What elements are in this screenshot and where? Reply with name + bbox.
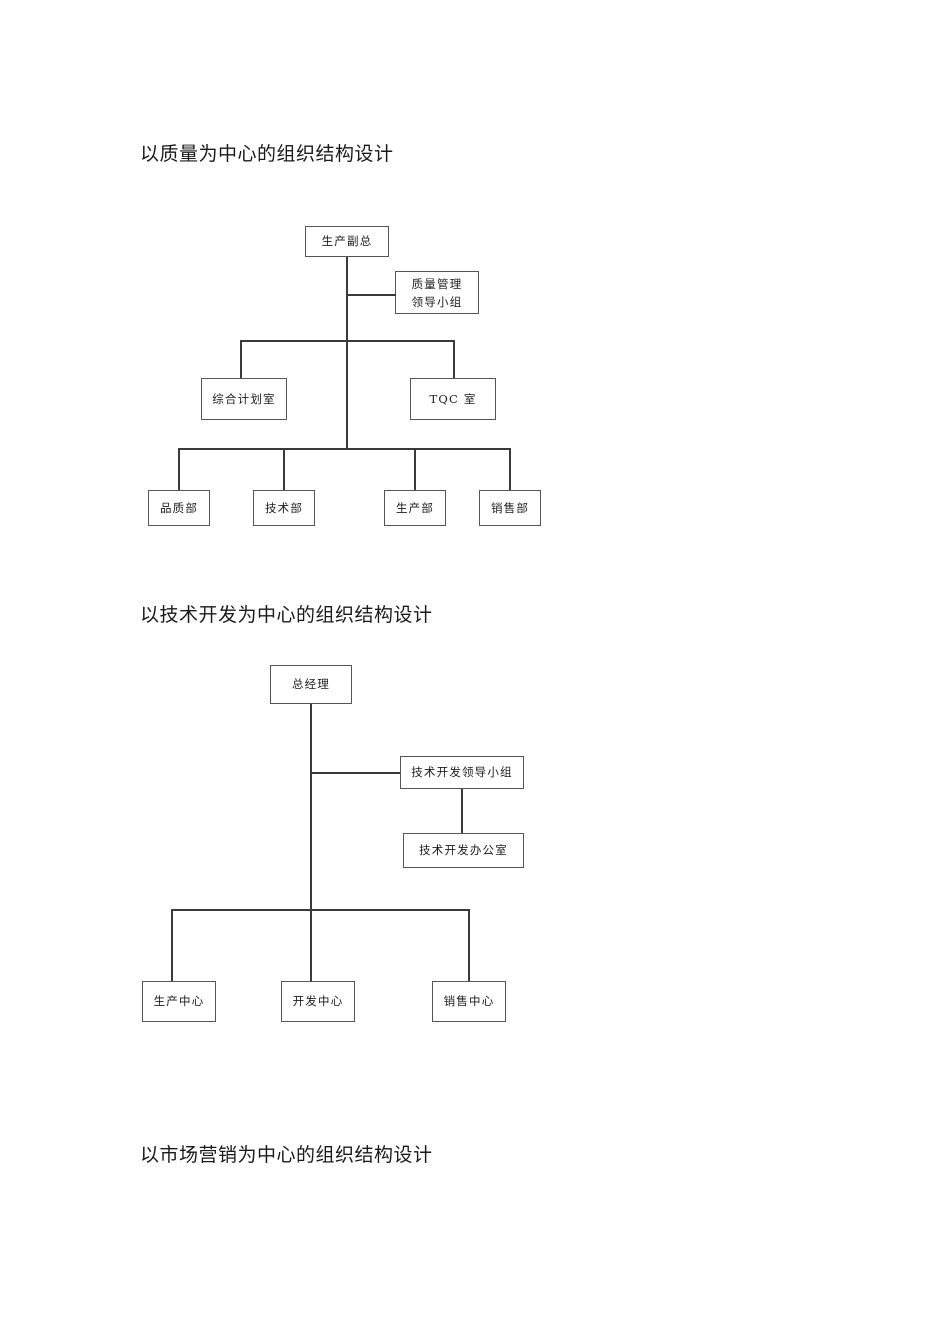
- connector-trunk-vertical: [346, 257, 348, 449]
- node-tech-development-office: 技术开发办公室: [403, 833, 524, 868]
- connector-center3-drop: [468, 909, 470, 982]
- connector-dept2-drop: [283, 448, 285, 490]
- section-title-tech-development: 以技术开发为中心的组织结构设计: [140, 604, 433, 626]
- connector-dept1-drop: [178, 448, 180, 490]
- connector-level2-right-drop: [453, 340, 455, 379]
- connector-center1-drop: [171, 909, 173, 982]
- connector-centers-bus: [171, 909, 469, 911]
- connector-dept3-drop: [414, 448, 416, 490]
- node-tqc-office: TQC 室: [410, 378, 496, 420]
- node-general-manager: 总经理: [270, 665, 352, 704]
- node-production-center: 生产中心: [142, 981, 216, 1022]
- node-development-center: 开发中心: [281, 981, 355, 1022]
- section-title-marketing: 以市场营销为中心的组织结构设计: [140, 1144, 433, 1166]
- connector-dept4-drop: [509, 448, 511, 490]
- node-quality-management-group: 质量管理 领导小组: [395, 271, 479, 314]
- node-production-vp: 生产副总: [305, 226, 389, 257]
- connector-staff-horizontal-2: [310, 772, 401, 774]
- connector-staff-sub-drop: [461, 789, 463, 833]
- connector-trunk-vertical-2: [310, 704, 312, 910]
- node-general-planning-office: 综合计划室: [201, 378, 287, 420]
- node-tech-development-leading-group: 技术开发领导小组: [400, 756, 524, 789]
- node-quality-department: 品质部: [148, 490, 210, 526]
- node-sales-department: 销售部: [479, 490, 541, 526]
- connector-level2-bus: [240, 340, 454, 342]
- node-sales-center: 销售中心: [432, 981, 506, 1022]
- connector-staff-horizontal: [346, 294, 396, 296]
- section-title-quality: 以质量为中心的组织结构设计: [140, 143, 394, 165]
- connector-center2-drop: [310, 909, 312, 982]
- node-technology-department: 技术部: [253, 490, 315, 526]
- connector-level3-bus: [178, 448, 510, 450]
- connector-level2-left-drop: [240, 340, 242, 379]
- node-production-department: 生产部: [384, 490, 446, 526]
